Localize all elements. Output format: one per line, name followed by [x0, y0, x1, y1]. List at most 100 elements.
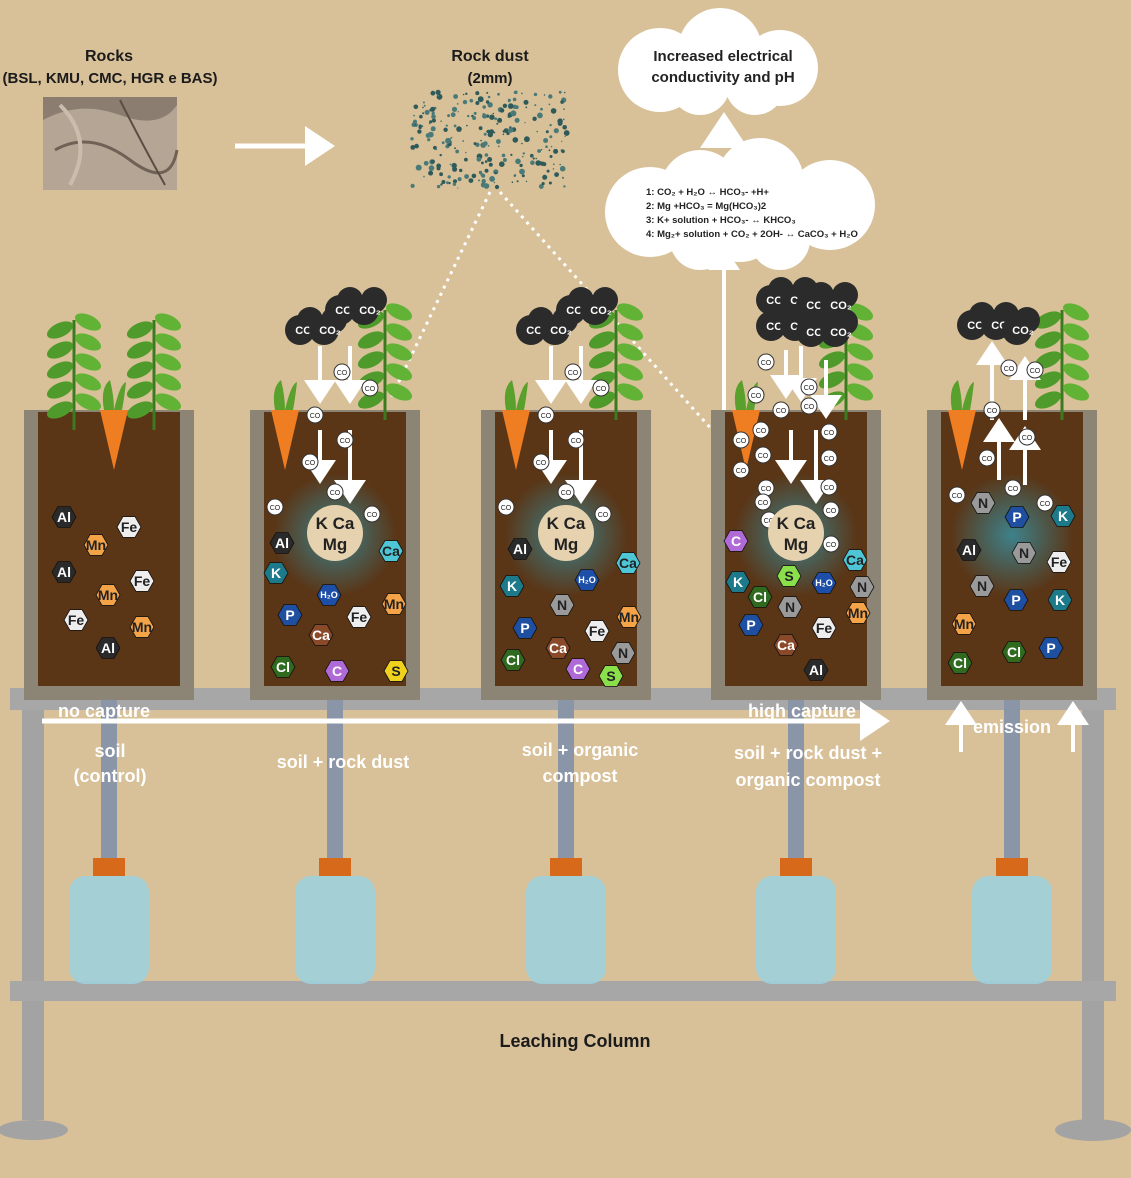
element-hexagon — [512, 617, 538, 639]
co2-bubble-label: CO — [826, 542, 837, 549]
bottle-cap — [996, 858, 1028, 876]
leaching-column-title: Leaching Column — [499, 1031, 651, 1051]
element-hexagon — [116, 516, 142, 538]
drain-pipe — [558, 700, 574, 860]
co2-bubble — [822, 501, 840, 519]
co2-bubble-label: CO — [1008, 486, 1019, 493]
column-rock-dust-compost: CO₂CO₂CO₂CO₂CO₂CO₂CO₂CO₂COCOCOCOCOCOCOCO… — [708, 246, 881, 984]
element-symbol: Al — [513, 541, 527, 557]
co2-bubble-label: CO — [736, 468, 747, 475]
ion-circle — [307, 505, 363, 561]
element-symbol: S — [391, 663, 400, 679]
equation-2: 2: Mg +HCO₃ = Mg(HCO₃)2 — [646, 201, 767, 212]
column-label-4-line1: soil + rock dust + — [733, 743, 883, 763]
co2-bubble — [301, 453, 319, 471]
co2-bubble — [564, 363, 582, 381]
co2-bubble-label: CO — [571, 438, 582, 445]
co2-bubble — [1000, 359, 1018, 377]
high-capture-label: high capture — [748, 701, 857, 721]
element-symbol: P — [1011, 592, 1020, 608]
element-symbol: Al — [809, 662, 823, 678]
co2-bubble-label: CO — [751, 393, 762, 400]
drain-pipe — [788, 700, 804, 860]
rock-photo — [43, 97, 179, 190]
element-hexagon — [842, 549, 868, 571]
element-hexagon — [51, 506, 77, 528]
co2-bubble — [557, 483, 575, 501]
element-symbol: Ca — [312, 627, 330, 643]
co2-bubble — [747, 386, 765, 404]
co2-bubble-label: CO — [340, 438, 351, 445]
conductivity-line1: Increased electrical — [653, 48, 793, 65]
co2-cloud-label: CO₂ — [590, 305, 612, 317]
element-hexagon — [381, 593, 407, 615]
co2-bubble — [592, 379, 610, 397]
co2-bubble — [537, 406, 555, 424]
element-hexagon — [1046, 551, 1072, 573]
element-symbol: N — [785, 599, 795, 615]
co2-bubble-label: CO — [987, 408, 998, 415]
element-symbol: Al — [275, 535, 289, 551]
column-label-3-line2: compost — [542, 766, 618, 786]
element-hexagon — [956, 539, 982, 561]
element-hexagon — [269, 532, 295, 554]
co2-bubble-label: CO — [804, 404, 815, 411]
element-symbol: N — [557, 597, 567, 613]
element-symbol: Fe — [121, 519, 138, 535]
element-hexagon — [738, 614, 764, 636]
co2-bubble-label: CO — [310, 413, 321, 420]
bottle-cap — [93, 858, 125, 876]
column-label-2-line1: soil + rock dust — [276, 752, 410, 772]
collection-bottle — [526, 876, 606, 984]
element-symbol: N — [1019, 545, 1029, 561]
ion-circle-line1: K Ca — [316, 514, 355, 533]
co2-bubble-label: CO — [270, 505, 281, 512]
equations: 1: CO₂ + H₂O ↔ HCO₃- +H+ 2: Mg +HCO₃ = M… — [646, 186, 858, 242]
equation-4: 4: Mg₂+ solution + CO₂ + 2OH- ↔ CaCO₃ + … — [646, 229, 858, 240]
co2-bubble — [363, 505, 381, 523]
ion-circle — [538, 505, 594, 561]
co2-bubble-label: CO — [982, 456, 993, 463]
element-hexagon — [803, 659, 829, 681]
element-symbol: P — [520, 620, 529, 636]
element-hexagon — [549, 594, 575, 616]
ion-circle-line1: K Ca — [777, 514, 816, 533]
co2-bubble-label: CO — [330, 490, 341, 497]
ion-circle-line1: K Ca — [547, 514, 586, 533]
drain-pipe — [101, 700, 117, 860]
element-symbol: Mn — [384, 596, 404, 612]
element-symbol: Al — [101, 640, 115, 656]
element-symbol: N — [978, 495, 988, 511]
co2-bubble-label: CO — [758, 453, 769, 460]
co2-bubble — [732, 461, 750, 479]
element-symbol: Fe — [68, 612, 85, 628]
element-hexagon — [584, 620, 610, 642]
element-hexagon — [747, 586, 773, 608]
co2-bubble — [266, 498, 284, 516]
element-hexagon — [51, 561, 77, 583]
element-hexagon — [95, 584, 121, 606]
co2-bubble — [754, 446, 772, 464]
co2-bubble — [757, 353, 775, 371]
element-hexagon — [574, 569, 600, 591]
co2-bubble-label: CO — [598, 512, 609, 519]
co2-bubble — [1036, 494, 1054, 512]
co2-bubble-label: CO — [568, 370, 579, 377]
rock-dust-image — [410, 89, 570, 190]
element-hexagon — [1004, 506, 1030, 528]
collection-bottle — [756, 876, 836, 984]
co2-bubble-label: CO — [826, 508, 837, 515]
co2-bubble-label: CO — [541, 413, 552, 420]
element-hexagon — [1050, 505, 1076, 527]
element-hexagon — [565, 658, 591, 680]
element-hexagon — [277, 604, 303, 626]
element-hexagon — [346, 606, 372, 628]
co2-bubble-label: CO — [536, 460, 547, 467]
